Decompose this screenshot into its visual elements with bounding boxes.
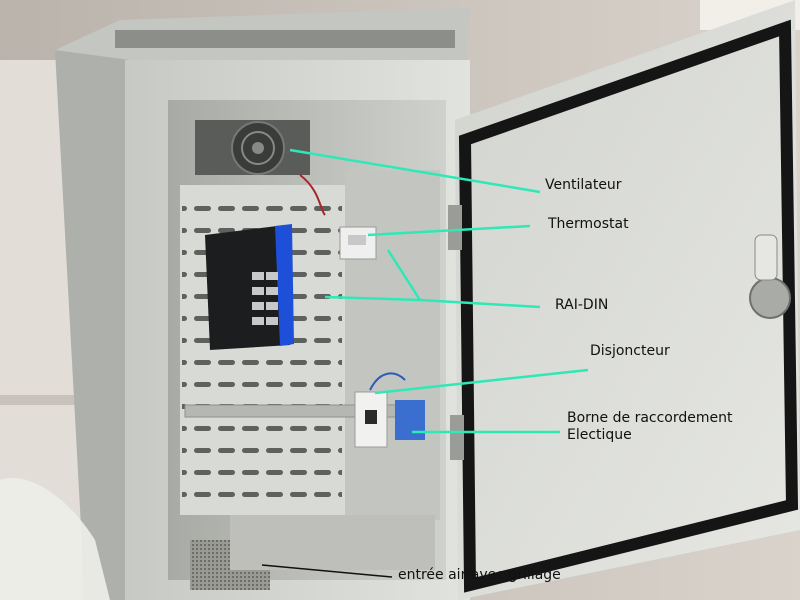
label-din-rail: RAI-DIN [555,297,609,313]
fan-grille-ring [241,131,275,165]
label-air-inlet: entrée air avec grillage [398,567,561,583]
cabinet-side [55,50,130,600]
label-breaker: Disjoncteur [590,343,670,359]
breaker-toggle [365,410,377,424]
thermostat-dial [348,235,366,245]
label-thermostat: Thermostat [548,216,629,232]
roof-vent-strip [115,30,455,48]
leader-fan [289,148,541,194]
floor-plate [230,515,435,570]
label-terminal-line1: Borne de raccordement [567,410,733,426]
door-hinge-top [448,205,462,250]
door-gasket [458,19,799,593]
cabinet-door [455,0,800,600]
label-fan: Ventilateur [545,177,622,193]
wire-blue [369,372,406,391]
door-lock [749,277,791,319]
fan-grille-center [252,142,264,154]
label-terminal: Borne de raccordement Electique [567,410,732,444]
switch-blue-panel [275,224,294,346]
leader-thermostat [367,224,531,237]
label-terminal-line2: Electique [567,427,632,443]
bubble-wrap [0,478,110,600]
leader-air-inlet [261,564,393,578]
right-inner-wall [345,170,440,520]
wire-red [299,174,326,216]
leader-din-rail-branch [386,249,422,301]
door-hinge-bottom [450,415,464,460]
leader-lines [289,148,589,434]
leader-breaker [374,368,589,395]
terminal-blocks [395,400,425,440]
shelf-edge [0,395,82,405]
door-lock-key [754,234,778,281]
switch-ports [252,272,278,325]
